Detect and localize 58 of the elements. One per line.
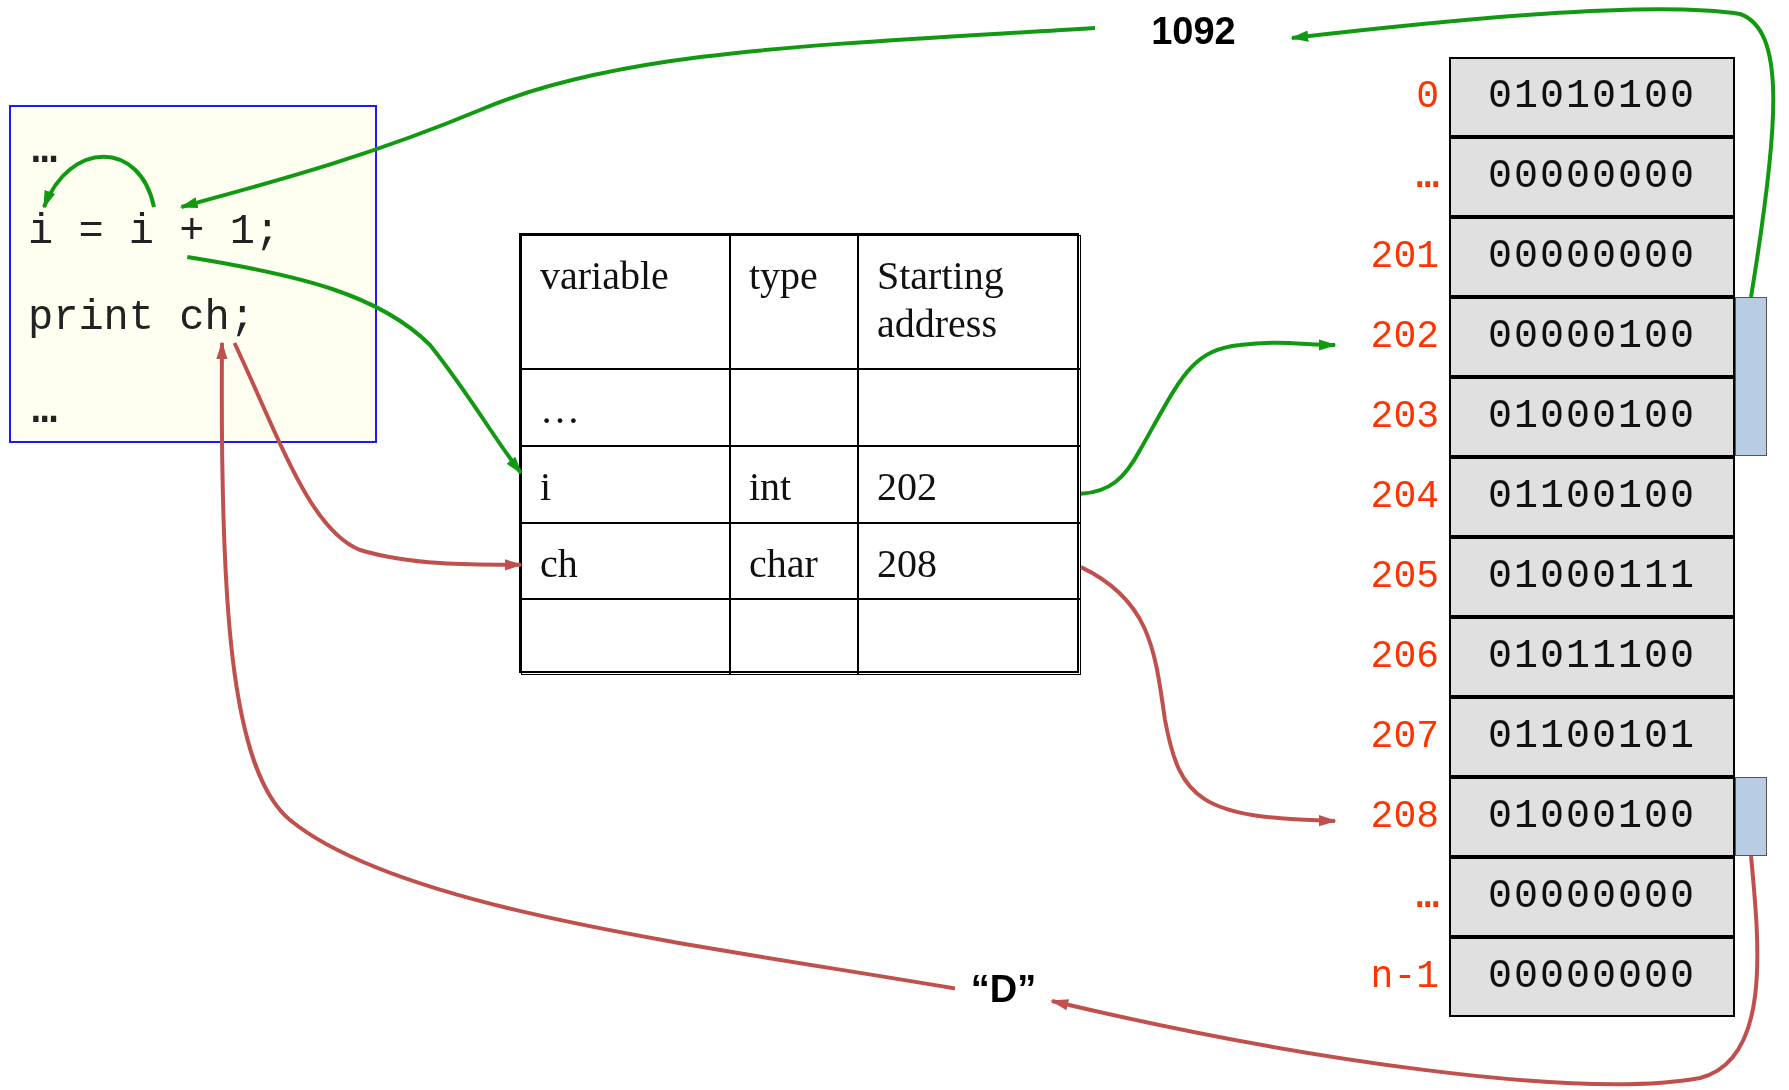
table-cell: 208 [858, 523, 1081, 599]
arrow [1080, 339, 1337, 496]
address-label: 202 [1369, 314, 1439, 360]
arrow [186, 255, 523, 475]
memory-cell: 00000000 [1449, 137, 1735, 217]
memory-cell: 01011100 [1449, 617, 1735, 697]
arrow [1290, 7, 1776, 298]
table-cell: ch [521, 523, 730, 599]
table-cell: variable [521, 235, 730, 369]
value-label: “D” [955, 966, 1052, 1016]
arrow [180, 26, 1096, 209]
value-label: 1092 [1095, 8, 1292, 58]
table-cell [858, 369, 1081, 446]
table-cell: Starting address [858, 235, 1081, 369]
arrow [232, 342, 523, 571]
address-label: 201 [1369, 234, 1439, 280]
table-cell [730, 369, 858, 446]
variable-table [519, 233, 1079, 673]
table-cell: type [730, 235, 858, 369]
code-line: print ch; [22, 293, 272, 343]
table-cell: 202 [858, 446, 1081, 523]
arrow [1050, 855, 1760, 1086]
address-label: 207 [1369, 714, 1439, 760]
arrow [216, 341, 956, 991]
memory-cell: 01000100 [1449, 777, 1735, 857]
address-label: … [1415, 154, 1439, 200]
address-label: 0 [1415, 74, 1439, 120]
table-cell: int [730, 446, 858, 523]
table-cell: i [521, 446, 730, 523]
arrow [42, 154, 156, 209]
byte-group-bar [1735, 777, 1767, 856]
table-cell: char [730, 523, 858, 599]
memory-cell: 00000000 [1449, 937, 1735, 1017]
address-label: 203 [1369, 394, 1439, 440]
arrow [1080, 565, 1337, 827]
code-line: … [26, 386, 96, 432]
memory-cell: 00000000 [1449, 857, 1735, 937]
memory-cell: 01010100 [1449, 57, 1735, 137]
memory-cell: 01100100 [1449, 457, 1735, 537]
byte-group-bar [1735, 297, 1767, 456]
table-cell [521, 599, 730, 675]
address-label: 204 [1369, 474, 1439, 520]
memory-cell: 01100101 [1449, 697, 1735, 777]
memory-cell: 00000000 [1449, 217, 1735, 297]
address-label: 205 [1369, 554, 1439, 600]
address-label: … [1415, 874, 1439, 920]
memory-cell: 00000100 [1449, 297, 1735, 377]
code-panel [9, 105, 377, 443]
table-cell [858, 599, 1081, 675]
code-line: … [26, 126, 96, 172]
table-cell: … [521, 369, 730, 446]
memory-cell: 01000100 [1449, 377, 1735, 457]
code-line: i = i + 1; [22, 207, 312, 257]
memory-cell: 01000111 [1449, 537, 1735, 617]
address-label: 208 [1369, 794, 1439, 840]
table-cell [730, 599, 858, 675]
address-label: n-1 [1369, 954, 1439, 1000]
address-label: 206 [1369, 634, 1439, 680]
